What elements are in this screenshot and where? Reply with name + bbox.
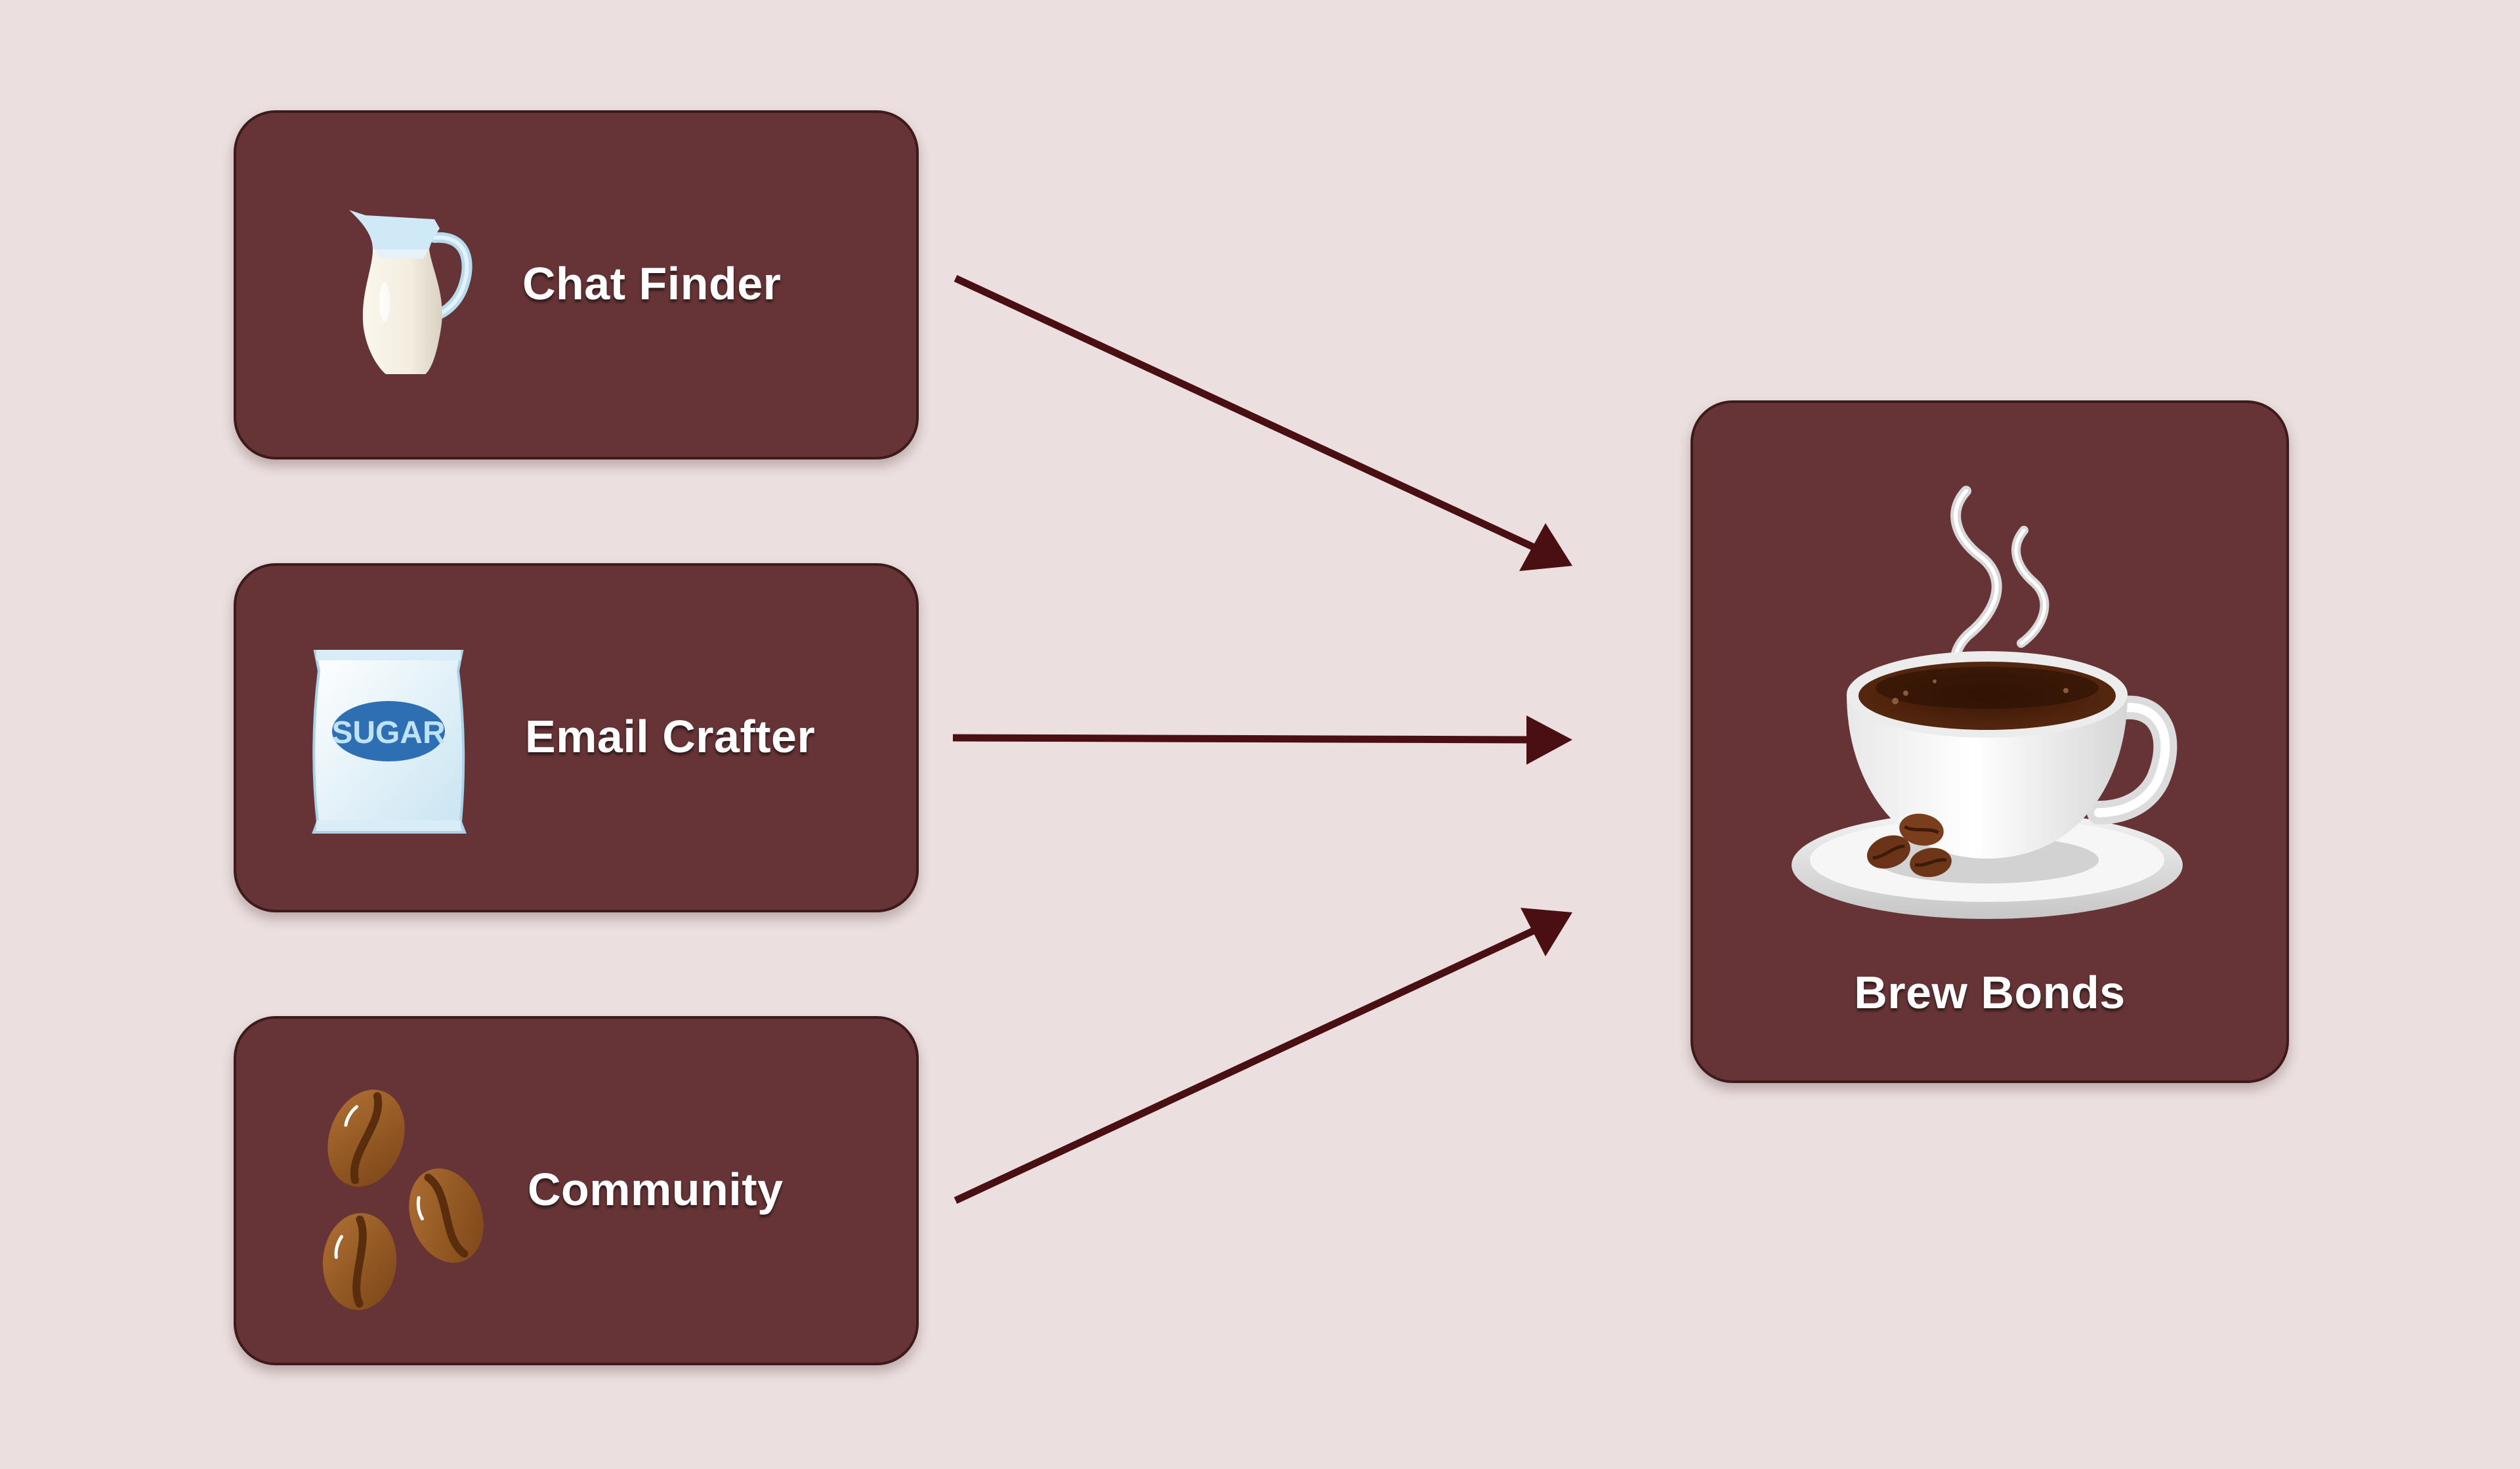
arrow-email-crafter-to-brew-bonds xyxy=(952,715,1572,765)
email-crafter-card[interactable]: SUGAR Email Crafter xyxy=(234,563,919,912)
chat-finder-label: Chat Finder xyxy=(522,258,782,309)
coffee-beans-icon xyxy=(322,1090,484,1310)
arrow-community-to-brew-bonds xyxy=(954,908,1572,1204)
chat-finder-card[interactable]: Chat Finder xyxy=(234,110,919,459)
milk-jug-icon xyxy=(349,210,472,374)
community-label: Community xyxy=(528,1164,784,1215)
sugar-bag-icon: SUGAR xyxy=(312,650,467,834)
brew-bonds-label: Brew Bonds xyxy=(1854,967,2126,1018)
brew-bonds-card[interactable]: Brew Bonds xyxy=(1690,400,2289,1083)
arrow-chat-finder-to-brew-bonds xyxy=(954,275,1572,571)
community-card[interactable]: Community xyxy=(234,1016,919,1365)
sugar-bag-text: SUGAR xyxy=(331,715,445,750)
email-crafter-label: Email Crafter xyxy=(525,711,816,762)
coffee-cup-icon xyxy=(1792,486,2183,919)
